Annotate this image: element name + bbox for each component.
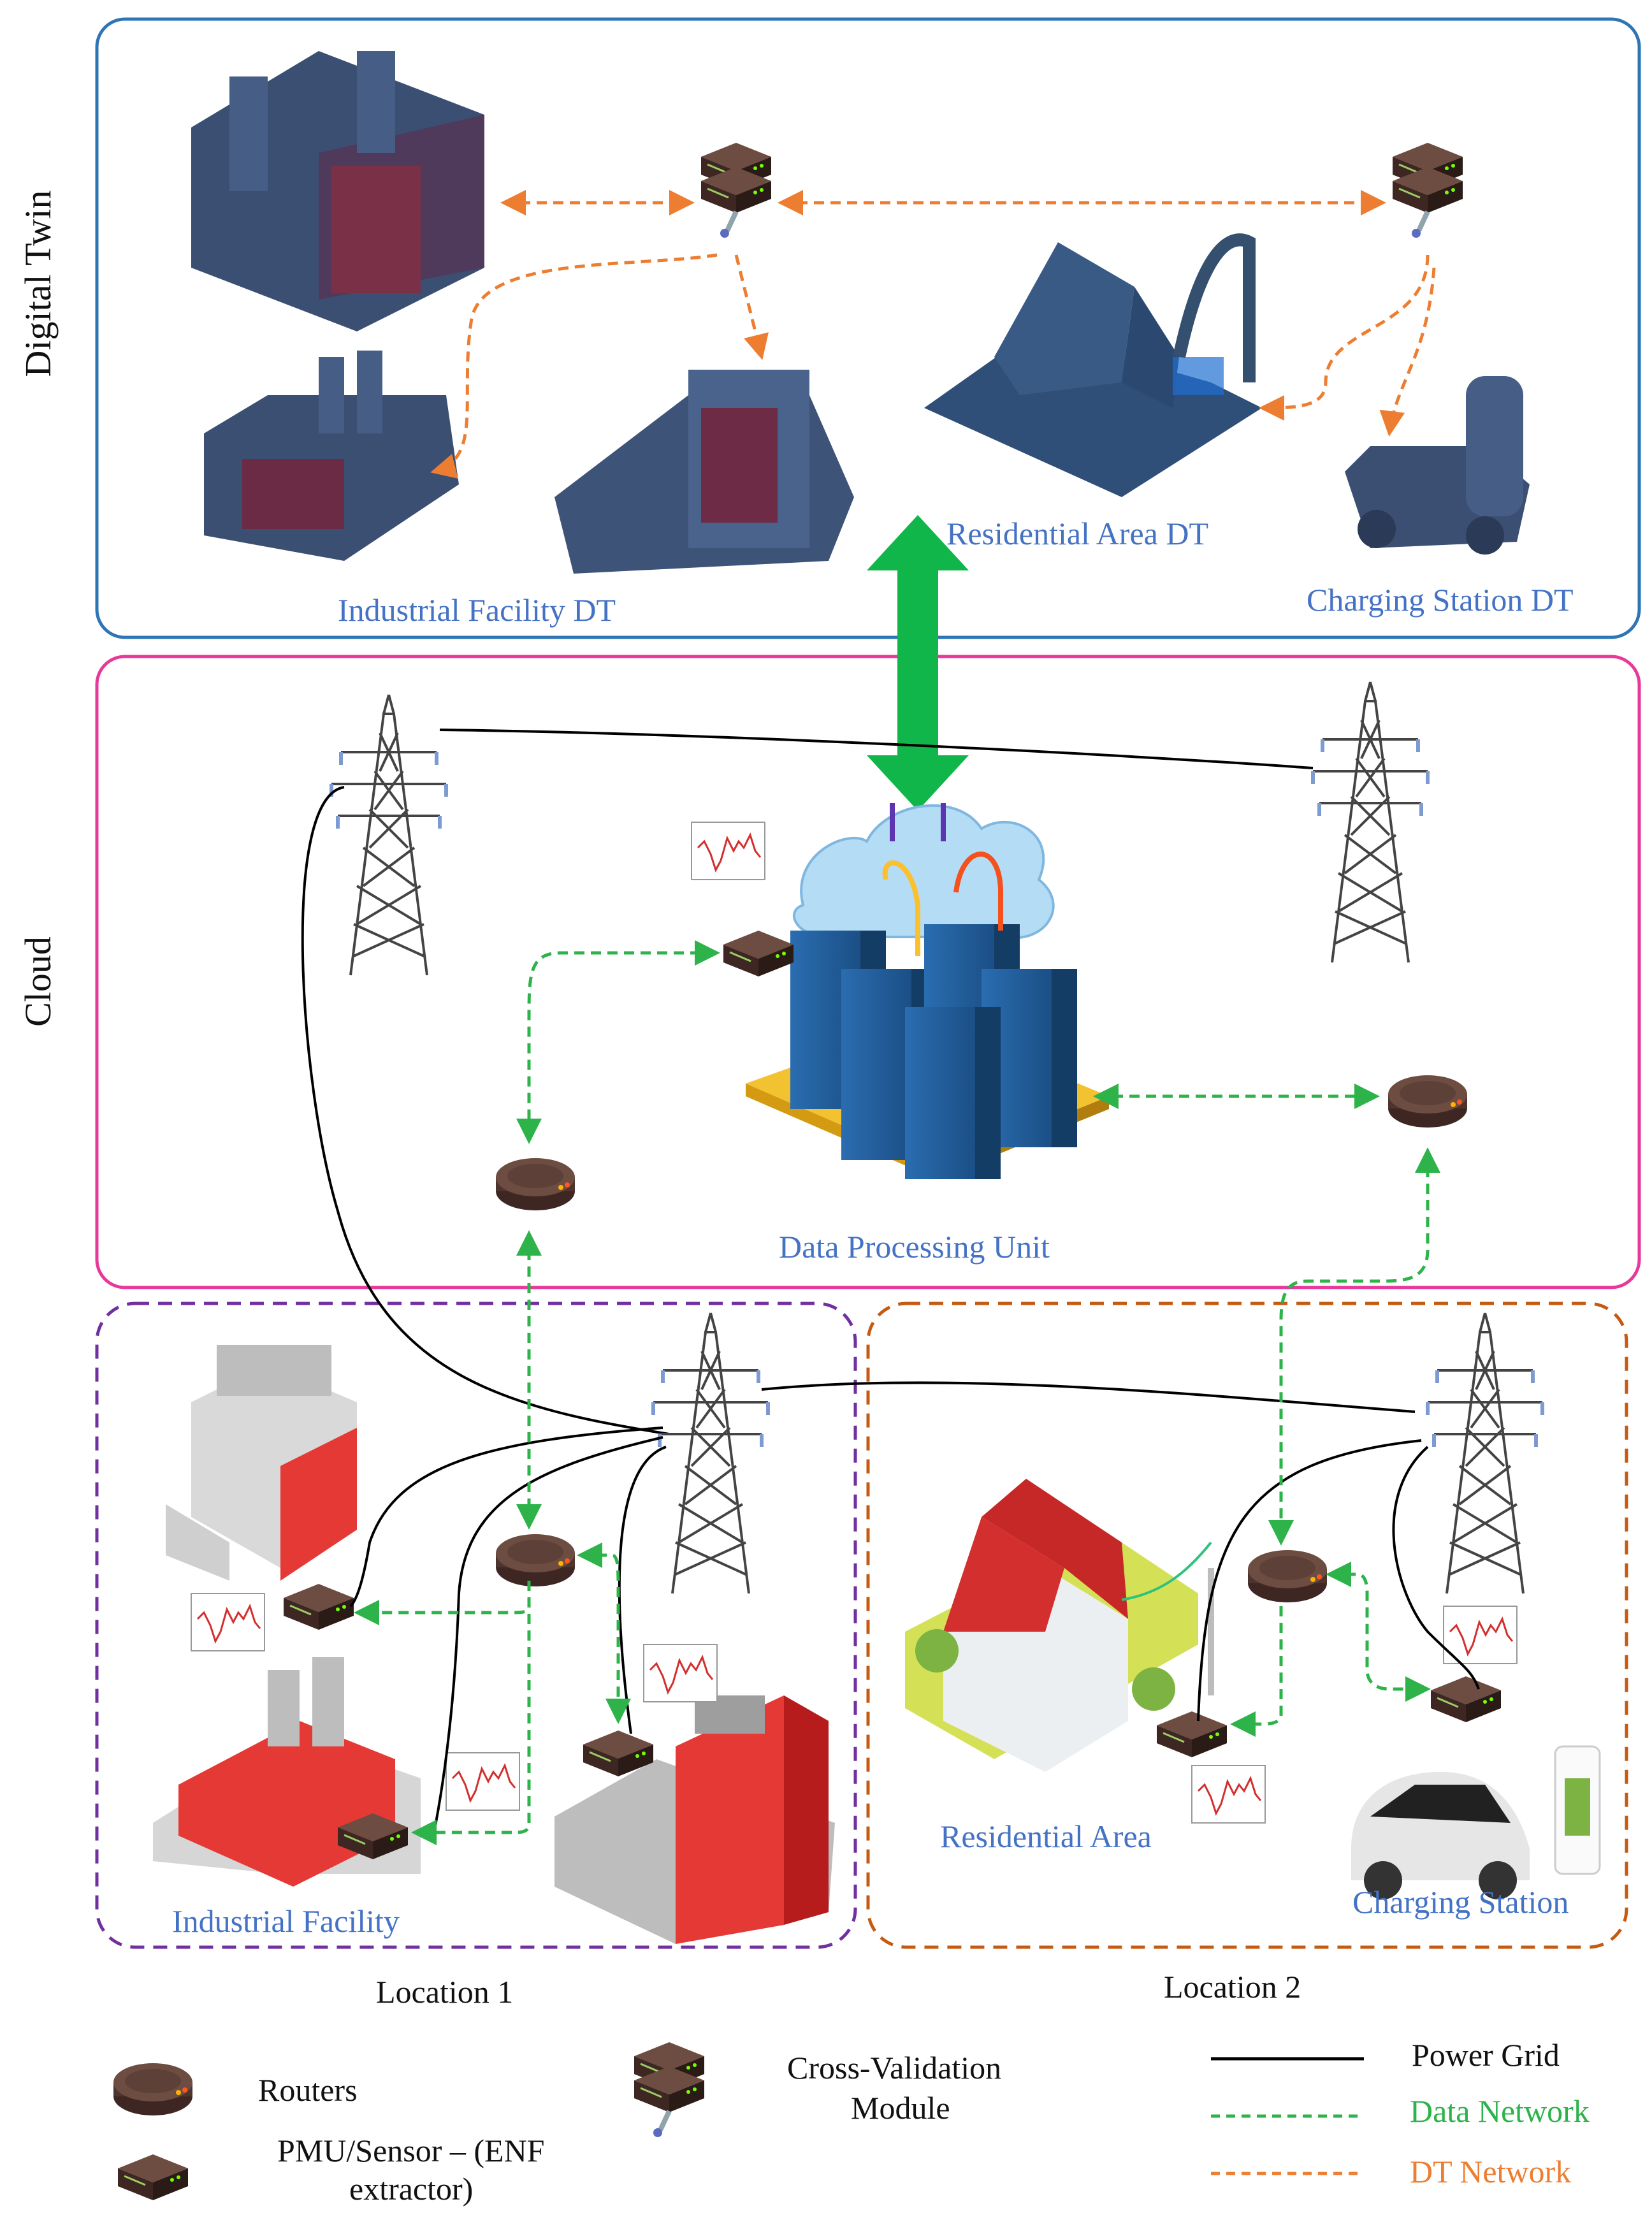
legend-dt-network-label: DT Network [1410,2154,1572,2189]
data-network-links-cloud [516,940,1380,1144]
digital-twin-region [95,17,1641,639]
dt-cloud-sync-arrow [867,515,969,811]
pmu-sensor-icon [1156,1710,1228,1759]
enf-plot-icon [642,1643,718,1703]
house-icon [905,1479,1198,1772]
enf-plot-icon [190,1592,266,1652]
router-icon [113,2063,192,2115]
charging-station-label: Charging Station [1352,1884,1569,1920]
data-network-links-loc2 [1230,1147,1440,1737]
pmu-sensor-icon [117,2153,189,2202]
enf-plot-icon [445,1752,521,1811]
location2-region [866,1302,1628,1949]
industrial-facility-label: Industrial Facility [172,1903,400,1939]
transmission-tower-icon [331,695,446,975]
transmission-tower-icon [653,1313,768,1593]
router-icon [496,1158,575,1210]
factory-right [554,1695,835,1944]
enf-plot-icon [1442,1605,1518,1665]
industrial-plant-dt-top [191,51,484,331]
power-grid-lines-loc2 [1197,1439,1480,1722]
residential-area-dt [924,233,1262,497]
legend-pmu-label-line2: extractor) [349,2171,474,2207]
cross-validation-module-icon [1393,143,1463,238]
router-icon [1388,1075,1467,1128]
legend-power-grid-label: Power Grid [1412,2037,1560,2073]
location2-label: Location 2 [1164,1969,1301,2005]
legend-cv-label-line1: Cross-Validation [787,2050,1002,2086]
ev-charger-icon [1351,1745,1601,1899]
enf-plot-icon [690,821,766,881]
legend-routers-label: Routers [258,2072,358,2108]
charging-station-dt [1345,376,1530,555]
data-processing-unit-label: Data Processing Unit [779,1229,1050,1265]
pmu-sensor-icon [1430,1675,1502,1723]
enf-plot-icon [1191,1764,1266,1824]
factory-top [166,1345,357,1581]
legend-pmu-label-line1: PMU/Sensor – (ENF [277,2133,545,2168]
dt-network-links [430,190,1436,479]
charging-station-dt-label: Charging Station DT [1307,582,1574,618]
transmission-tower-icon [1313,682,1428,962]
router-icon [1248,1550,1327,1602]
router-icon [496,1534,575,1586]
data-processing-unit [746,803,1109,1179]
pmu-sensor-icon [282,1583,355,1631]
location1-region [95,1302,857,1949]
cloud-region [95,655,1641,1289]
residential-area-dt-label: Residential Area DT [946,516,1208,551]
cloud-section-label: Cloud [17,936,59,1027]
location1-label: Location 1 [376,1974,514,2010]
legend-data-network-label: Data Network [1410,2093,1590,2129]
data-network-links-loc1 [354,1230,631,1845]
cross-validation-module-icon [634,2042,704,2137]
digital-twin-section-label: Digital Twin [17,190,59,377]
cross-validation-module-icon [701,143,771,238]
industrial-building-dt [554,370,854,574]
industrial-facility-dt-label: Industrial Facility DT [338,592,616,628]
residential-area-label: Residential Area [940,1818,1152,1854]
legend-cv-label-line2: Module [851,2090,950,2126]
transmission-tower-icon [1428,1313,1542,1593]
pmu-sensor-icon [722,929,795,978]
industrial-plant-dt-bottom [204,351,459,561]
